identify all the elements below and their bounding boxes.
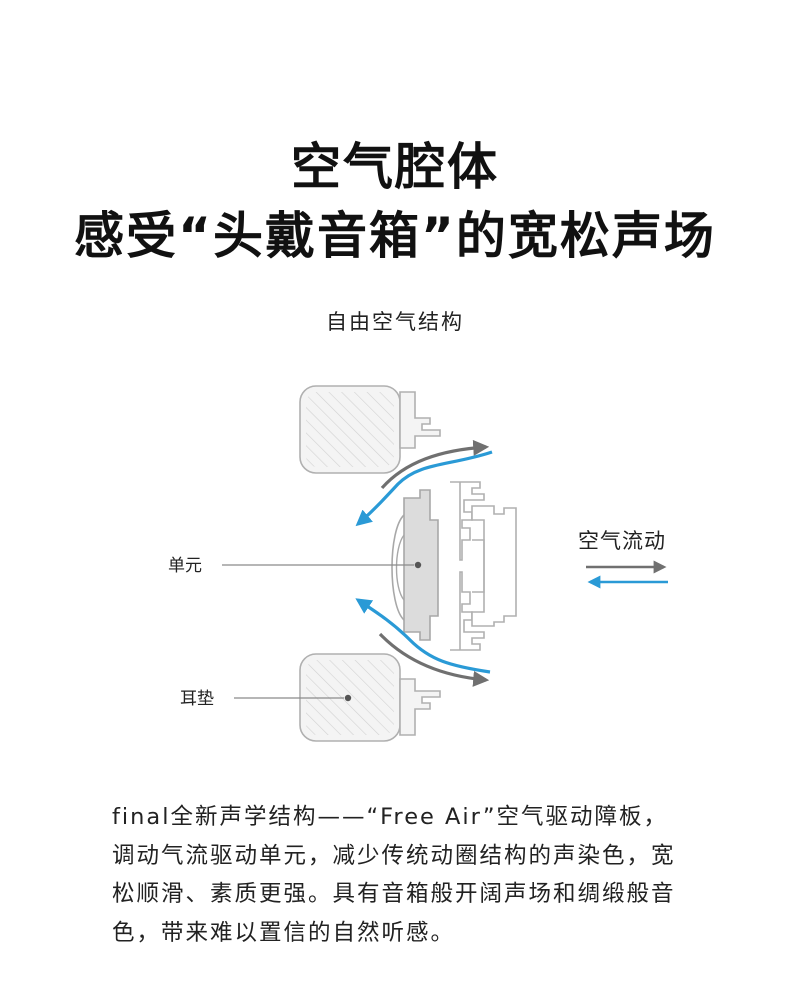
headline-line-1: 空气腔体 <box>291 138 499 196</box>
airflow-arrow-in-top <box>355 450 493 527</box>
label-airflow: 空气流动 <box>578 529 666 553</box>
earpad-leader <box>234 694 352 702</box>
ear-pad-top <box>299 385 441 474</box>
driver-leader <box>222 561 422 569</box>
headline-line-2: 感受“头戴音箱”的宽松声场 <box>74 207 716 265</box>
airflow-legend: 空气流动 <box>578 529 668 589</box>
rear-baffle <box>450 481 517 651</box>
airflow-arrow-out-top <box>380 439 490 490</box>
airflow-arrow-out-bottom <box>378 632 490 687</box>
label-driver: 单元 <box>168 556 202 576</box>
description-paragraph: final全新声学结构——“Free Air”空气驱动障板，调动气流驱动单元，减… <box>112 804 676 946</box>
airflow-arrow-in-bottom <box>355 598 491 674</box>
label-earpad: 耳垫 <box>180 689 214 709</box>
diagram-title: 自由空气结构 <box>326 310 464 334</box>
